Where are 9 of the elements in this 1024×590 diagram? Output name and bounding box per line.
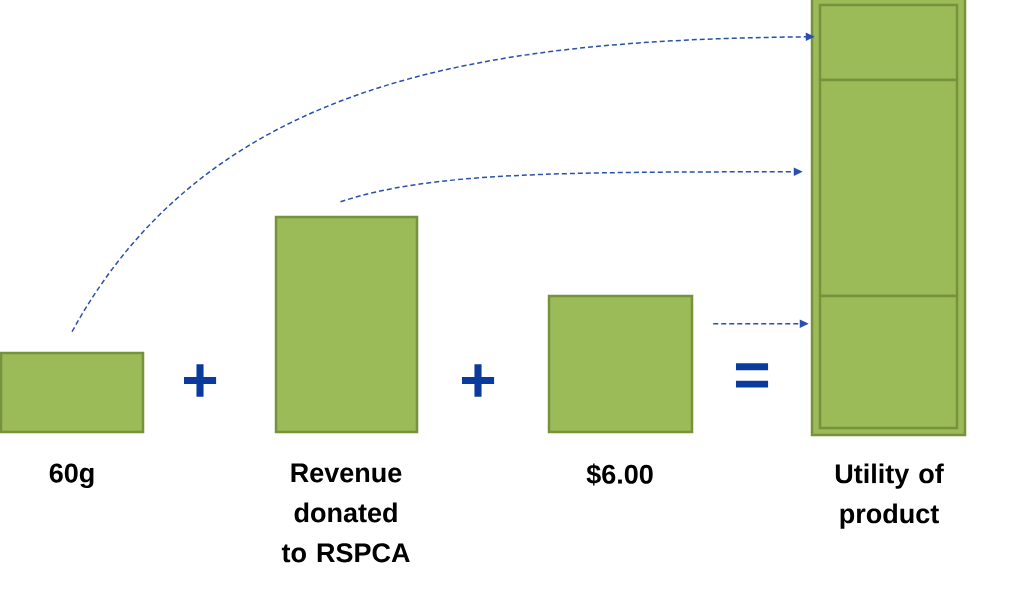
bar-label: Revenue donated to RSPCA	[281, 463, 410, 563]
bar-label: 60g	[49, 463, 94, 489]
bar-label: $6.00	[586, 463, 653, 486]
bar-segment	[818, 294, 959, 430]
plus-sign: +	[184, 364, 217, 397]
equals-sign: =	[735, 363, 769, 388]
bar-label: Utility of product	[835, 463, 944, 529]
plus-sign: +	[462, 364, 495, 397]
bar-segment	[818, 3, 959, 82]
